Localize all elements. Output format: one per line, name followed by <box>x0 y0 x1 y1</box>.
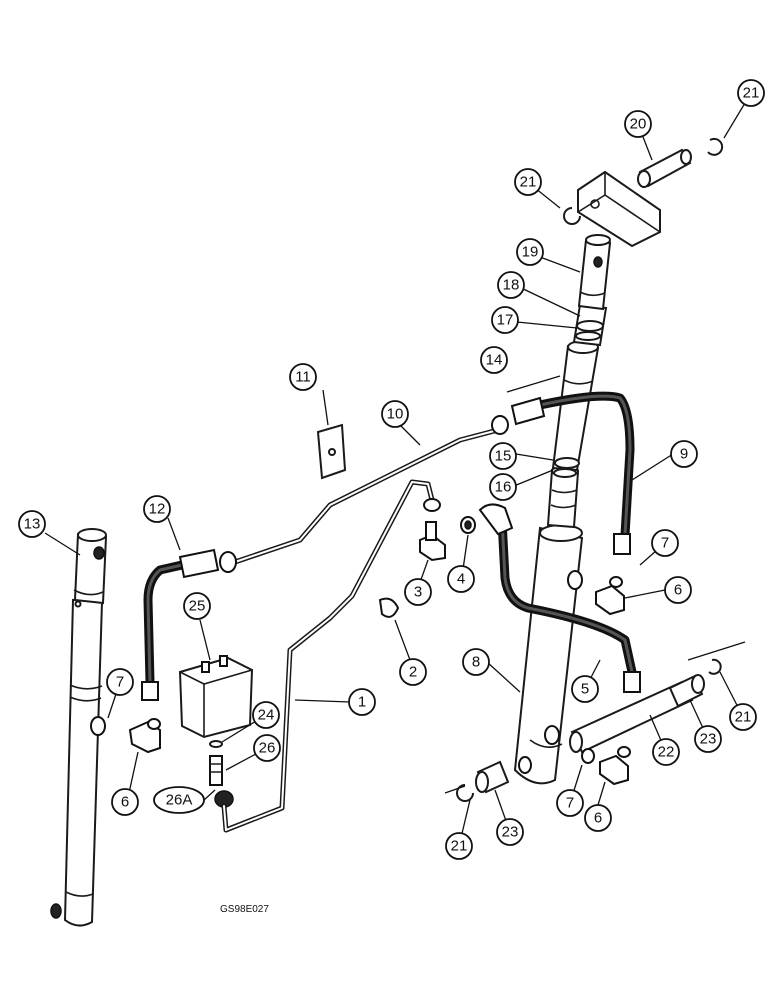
callout-9: 9 <box>670 440 698 468</box>
elbow-6-right-upper <box>567 570 625 616</box>
callout-9-label: 9 <box>680 446 688 463</box>
callout-23-right: 23 <box>694 725 722 753</box>
callout-14-label: 14 <box>486 352 503 369</box>
drawing-code: GS98E027 <box>220 904 269 915</box>
clevis-pin <box>637 148 692 188</box>
elbow-fitting-3 <box>419 498 446 562</box>
callout-26a-label: 26A <box>166 792 193 809</box>
mounting-bracket <box>577 170 661 248</box>
nut-4 <box>460 516 476 534</box>
callout-6-left-label: 6 <box>121 794 129 811</box>
bushing-lower <box>475 760 510 794</box>
callout-1: 1 <box>348 688 376 716</box>
callout-5: 5 <box>571 675 599 703</box>
callout-16-label: 16 <box>495 479 512 496</box>
callout-7-right-lower-label: 7 <box>566 795 574 812</box>
tube-line-10 <box>232 427 501 565</box>
callout-20: 20 <box>624 110 652 138</box>
valve-fitting-stack <box>209 740 234 808</box>
callout-20-label: 20 <box>630 116 647 133</box>
callout-6-right-lower: 6 <box>584 804 612 832</box>
callout-22-label: 22 <box>658 744 675 761</box>
callout-24: 24 <box>252 701 280 729</box>
callout-7-right-upper: 7 <box>651 529 679 557</box>
callout-15-label: 15 <box>495 448 512 465</box>
seals <box>553 320 604 478</box>
tube-line-1 <box>221 479 435 833</box>
callout-8: 8 <box>462 648 490 676</box>
bracket-clip <box>316 423 347 480</box>
callout-23-left-label: 23 <box>502 824 519 841</box>
callout-6-right-lower-label: 6 <box>594 810 602 827</box>
callout-2-label: 2 <box>409 664 417 681</box>
callout-4-label: 4 <box>457 571 465 588</box>
retaining-rings <box>456 137 724 802</box>
callout-11: 11 <box>289 363 317 391</box>
callout-6-left: 6 <box>111 788 139 816</box>
callout-17: 17 <box>491 306 519 334</box>
callout-3-label: 3 <box>414 584 422 601</box>
elbow-6-left <box>90 716 161 754</box>
hose-5 <box>478 503 641 693</box>
callout-4: 4 <box>447 565 475 593</box>
callout-21-lower-left: 21 <box>445 832 473 860</box>
callout-12: 12 <box>143 495 171 523</box>
callout-21-lower-right-label: 21 <box>735 709 752 726</box>
elbow-6-right-lower <box>581 746 631 786</box>
callout-5-label: 5 <box>581 681 589 698</box>
tube-clip-2 <box>378 597 400 618</box>
callout-19: 19 <box>516 238 544 266</box>
callout-10: 10 <box>381 400 409 428</box>
callout-21-lower-right: 21 <box>729 703 757 731</box>
callout-8-label: 8 <box>472 654 480 671</box>
hose-9 <box>491 391 635 555</box>
callout-7-right-upper-label: 7 <box>661 535 669 552</box>
callout-1-label: 1 <box>358 694 366 711</box>
callout-15: 15 <box>489 442 517 470</box>
callout-26: 26 <box>253 734 281 762</box>
port-fittings-body <box>518 725 560 774</box>
callout-3: 3 <box>404 578 432 606</box>
callout-7-left: 7 <box>106 668 134 696</box>
callout-14: 14 <box>480 346 508 374</box>
callout-17-label: 17 <box>497 312 514 329</box>
callout-21-top-left: 21 <box>514 168 542 196</box>
callout-2: 2 <box>399 658 427 686</box>
callout-21-lower-left-label: 21 <box>451 838 468 855</box>
callout-12-label: 12 <box>149 501 166 518</box>
callout-13: 13 <box>18 510 46 538</box>
callout-21-top-right: 21 <box>737 79 765 107</box>
callout-26-label: 26 <box>259 740 276 757</box>
callout-21-top-left-label: 21 <box>520 174 537 191</box>
callout-25-label: 25 <box>189 598 206 615</box>
valve-box <box>178 655 254 739</box>
callout-21-top-right-label: 21 <box>743 85 760 102</box>
callout-26a: 26A <box>153 786 205 814</box>
left-cylinder <box>50 528 108 927</box>
callout-25: 25 <box>183 592 211 620</box>
callout-22: 22 <box>652 738 680 766</box>
callout-11-label: 11 <box>295 369 311 386</box>
right-cylinder <box>513 234 612 785</box>
callout-6-right-upper: 6 <box>664 576 692 604</box>
callout-6-right-upper-label: 6 <box>674 582 682 599</box>
cross-pin <box>569 674 705 754</box>
callout-18: 18 <box>497 271 525 299</box>
callout-7-right-lower: 7 <box>556 789 584 817</box>
callout-10-label: 10 <box>387 406 404 423</box>
callout-19-label: 19 <box>522 244 539 261</box>
callout-23-left: 23 <box>496 818 524 846</box>
callout-18-label: 18 <box>503 277 520 294</box>
hose-12 <box>141 548 237 701</box>
callout-24-label: 24 <box>258 707 275 724</box>
callout-23-right-label: 23 <box>700 731 717 748</box>
callout-7-left-label: 7 <box>116 674 124 691</box>
callout-13-label: 13 <box>24 516 41 533</box>
callout-16: 16 <box>489 473 517 501</box>
